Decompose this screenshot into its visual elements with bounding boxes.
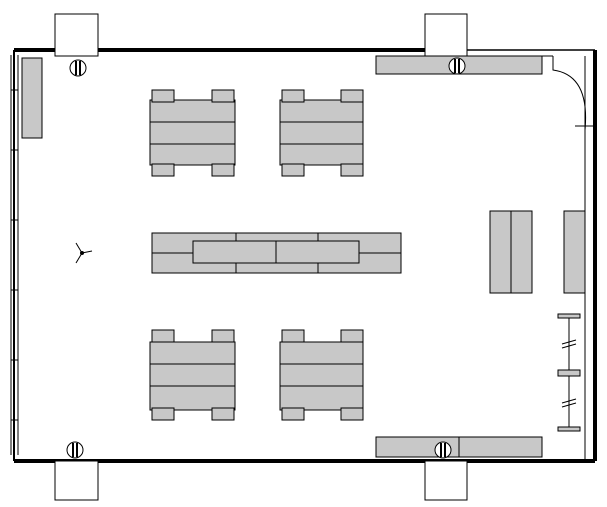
teacher-desk-left [21,57,43,139]
center-long-table [151,232,402,274]
student-table-group-top-left [149,89,236,177]
room-walls [13,48,597,463]
cabinets-right [489,210,586,294]
structural-columns [54,13,468,501]
student-table-group-top-right [279,89,364,177]
student-table-group-bottom-left [149,329,236,421]
entry-door [552,56,595,131]
wall-shelf-right [557,313,581,432]
floor-outlets [66,57,466,459]
window-wall-left [10,55,19,455]
ceiling-fan-icon [75,242,93,264]
student-table-group-bottom-right [279,329,364,421]
